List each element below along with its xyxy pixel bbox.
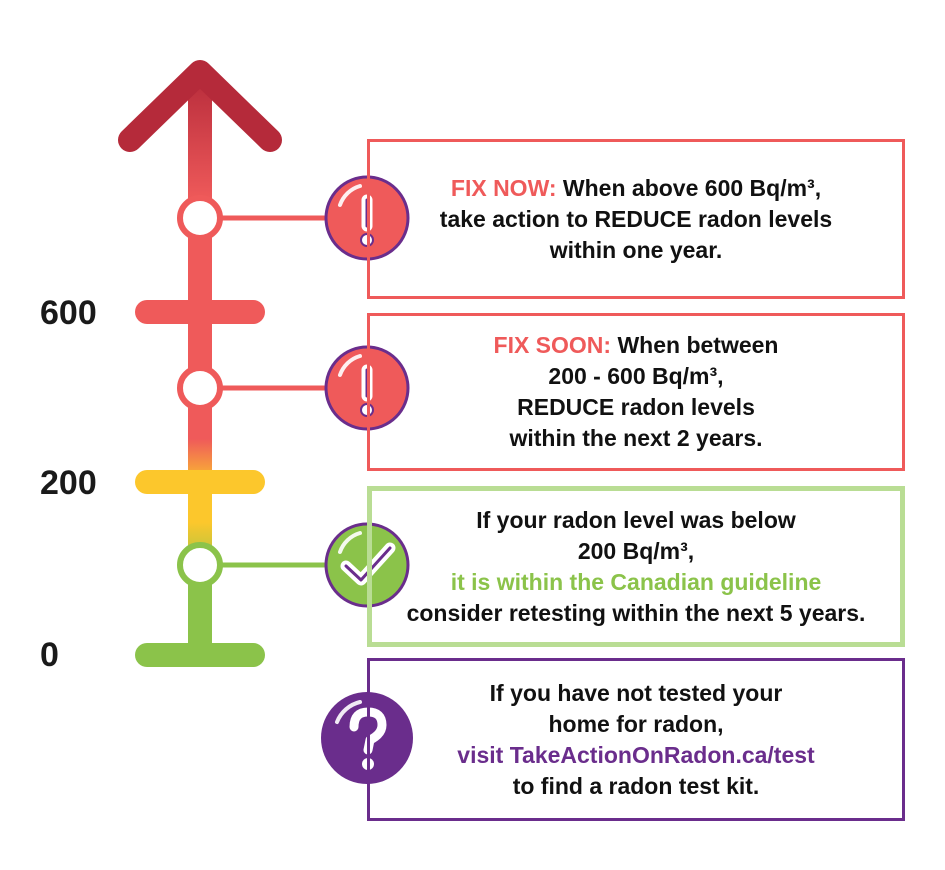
test-line4: to find a radon test kit. [512, 772, 760, 799]
fix-soon-box: FIX SOON: When between 200 - 600 Bq/m³, … [367, 313, 905, 471]
test-line1: If you have not tested your [489, 679, 783, 706]
node-fix-soon [177, 365, 223, 411]
fix-now-line1: When above 600 Bq/m³, [556, 174, 822, 201]
arrowhead [118, 60, 282, 152]
scale-label-0: 0 [40, 636, 59, 674]
node-guideline [177, 542, 223, 588]
fix-now-heading: FIX NOW: [450, 174, 557, 201]
scale-label-200: 200 [40, 464, 97, 502]
guideline-line1: If your radon level was below [476, 506, 796, 533]
node-fix-now [177, 195, 223, 241]
scale-label-600: 600 [40, 294, 97, 332]
fix-now-line3: within one year. [549, 236, 723, 263]
fix-soon-line3: REDUCE radon levels [517, 394, 755, 420]
guideline-highlight: it is within the Canadian guideline [450, 568, 822, 595]
fix-now-line2: take action to REDUCE radon levels [439, 205, 833, 232]
guideline-line2: 200 Bq/m³, [577, 537, 695, 564]
test-link[interactable]: visit TakeActionOnRadon.ca/test [457, 741, 815, 768]
test-box: If you have not tested your home for rad… [367, 658, 905, 821]
guideline-box: If your radon level was below 200 Bq/m³,… [367, 486, 905, 647]
fix-soon-line4: within the next 2 years. [509, 425, 763, 451]
test-line2: home for radon, [548, 710, 724, 737]
fix-soon-line2: 200 - 600 Bq/m³, [548, 363, 724, 389]
fix-soon-heading: FIX SOON: [493, 332, 612, 358]
fix-now-box: FIX NOW: When above 600 Bq/m³, take acti… [367, 139, 905, 299]
guideline-line4: consider retesting within the next 5 yea… [406, 599, 866, 626]
fix-soon-line1: When between [611, 332, 779, 358]
